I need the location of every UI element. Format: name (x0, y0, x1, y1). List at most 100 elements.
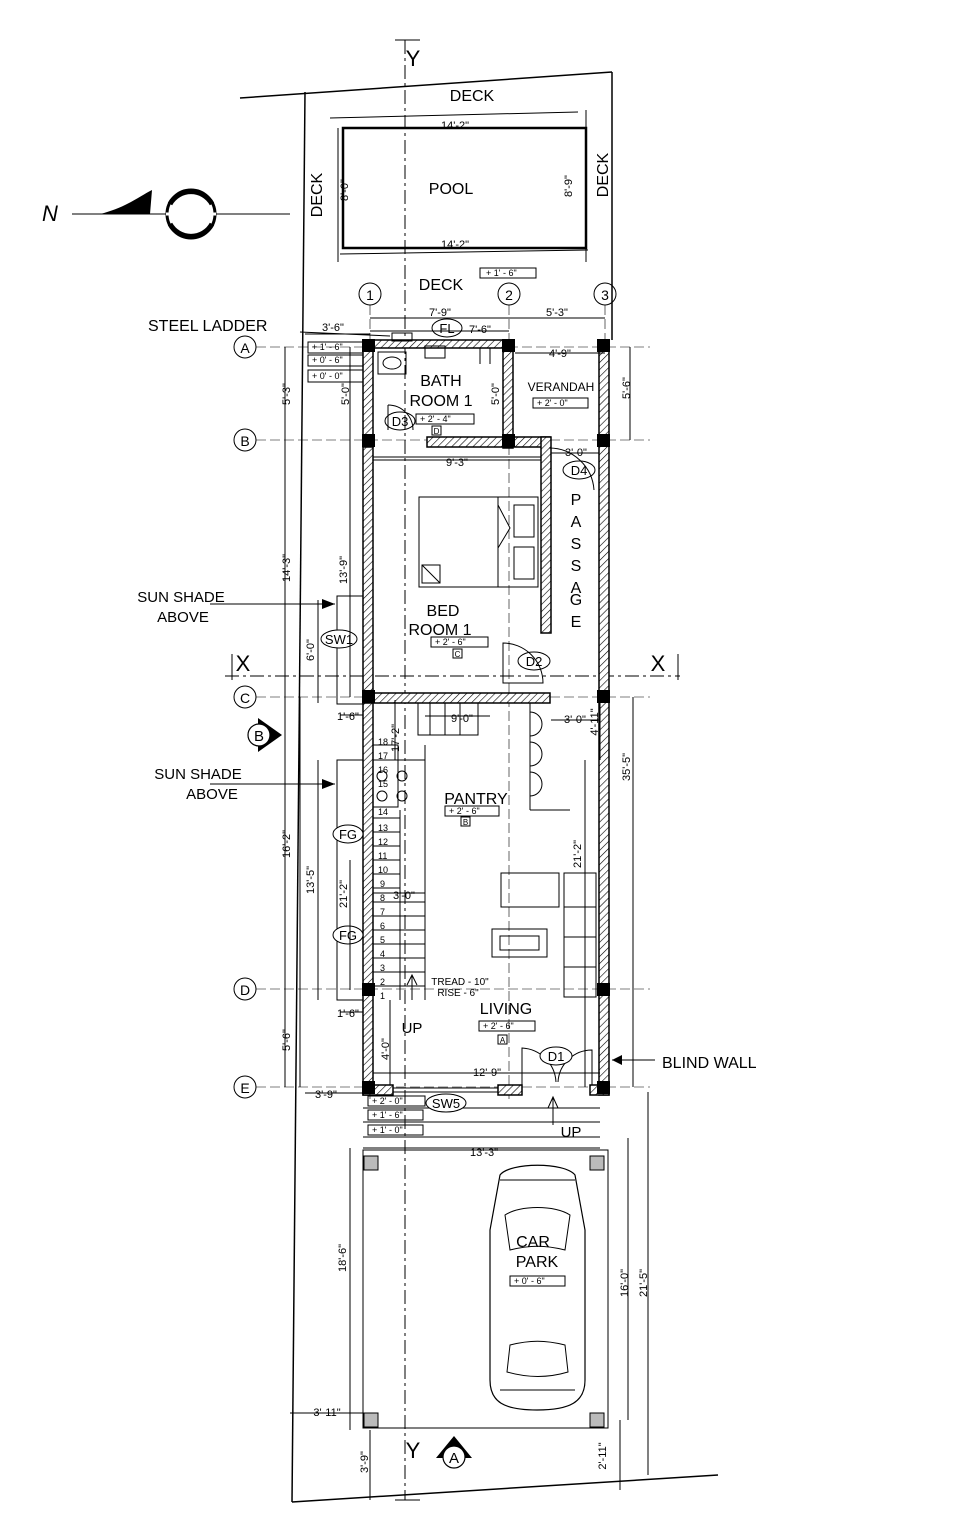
car-park-label-2: PARK (516, 1254, 559, 1271)
svg-text:A: A (571, 580, 582, 597)
svg-text:+ 0' - 6": + 0' - 6" (312, 355, 343, 365)
steel-ladder-label: STEEL LADDER (148, 318, 267, 335)
svg-text:G: G (570, 592, 582, 609)
dim-pool-top: 14'-2" (441, 120, 469, 132)
svg-text:3'-0": 3'-0" (565, 447, 587, 459)
sw1-label: SW1 (325, 632, 353, 647)
svg-text:17: 17 (378, 751, 388, 761)
svg-text:9: 9 (380, 879, 385, 889)
svg-text:A: A (571, 514, 582, 531)
door-tag-d1 (539, 1046, 573, 1066)
sunshade-lower-label-1: SUN SHADE (154, 766, 242, 783)
level-verandah-box (532, 397, 589, 409)
svg-text:3'-9": 3'-9" (315, 1089, 337, 1101)
level-living: + 2' - 6" (483, 1021, 514, 1031)
level-car-box (509, 1275, 566, 1287)
grid-row-c: C (240, 690, 250, 706)
axis-y-top-label: Y (406, 46, 421, 71)
svg-text:16'-0": 16'-0" (619, 1269, 631, 1297)
stair-up-label: UP (402, 1020, 423, 1037)
dim-pool-bottom: 14'-2" (441, 239, 469, 251)
level-pantry: + 2' - 6" (449, 806, 480, 816)
grid-row-b: B (240, 433, 249, 449)
svg-text:+ 2' - 0": + 2' - 0" (372, 1096, 403, 1106)
svg-text:5'-6": 5'-6" (281, 1029, 293, 1051)
svg-text:5'-3": 5'-3" (546, 307, 568, 319)
dimension-texts: 3'-6" 7'-9" 7'-6" 5'-3" 4'-9" 5'-3" 5'-0… (281, 307, 650, 1473)
grid-col-3: 3 (601, 287, 609, 303)
svg-text:P: P (571, 492, 582, 509)
svg-text:S: S (571, 536, 582, 553)
axis-y-bottom-label: Y (406, 1438, 421, 1463)
door-d4-label: D4 (571, 463, 588, 478)
bed (418, 496, 539, 588)
svg-text:3: 3 (380, 963, 385, 973)
level-verandah: + 2' - 0" (537, 398, 568, 408)
svg-text:2: 2 (380, 977, 385, 987)
svg-text:3'-9": 3'-9" (359, 1451, 371, 1473)
deck-bottom-label: DECK (419, 277, 464, 294)
level-bed-box (430, 636, 489, 648)
door-d2-label: D2 (526, 654, 543, 669)
svg-text:2'-11": 2'-11" (597, 1442, 609, 1469)
svg-text:17'-2": 17'-2" (390, 724, 402, 752)
svg-text:10: 10 (378, 865, 388, 875)
svg-text:18'-6": 18'-6" (337, 1244, 349, 1272)
svg-text:5'-3": 5'-3" (281, 383, 293, 405)
svg-text:3'-6": 3'-6" (322, 322, 344, 334)
entry-up-label: UP (561, 1124, 582, 1141)
svg-text:5'-6": 5'-6" (621, 377, 633, 399)
axis-x-left-label: X (236, 651, 251, 676)
svg-text:16: 16 (378, 765, 388, 775)
grid-row-d: D (240, 982, 250, 998)
level-pool: + 1' - 6" (486, 268, 517, 278)
room-tag-a: A (500, 1036, 506, 1045)
stair-numbers: 1 2 3 4 5 6 7 8 9 10 11 12 13 14 15 16 1… (378, 737, 388, 1001)
blind-wall-label: BLIND WALL (662, 1055, 757, 1072)
pantry-counter (529, 703, 570, 811)
svg-text:E: E (571, 614, 582, 631)
svg-text:4'-11": 4'-11" (589, 708, 601, 735)
svg-text:6'-0": 6'-0" (305, 639, 317, 661)
svg-text:+ 1' - 0": + 1' - 0" (372, 1125, 403, 1135)
svg-text:+ 1' - 6": + 1' - 6" (312, 342, 343, 352)
svg-text:4'-9": 4'-9" (549, 348, 571, 360)
door-tag-d2 (517, 651, 551, 671)
car-icon (489, 1164, 586, 1411)
svg-text:13: 13 (378, 823, 388, 833)
dim-pool-left: 8'-0" (339, 179, 351, 201)
deck-top-label: DECK (450, 88, 495, 105)
bed-label-2: ROOM 1 (408, 622, 471, 639)
plot-boundary (239, 71, 719, 1503)
svg-text:7: 7 (380, 907, 385, 917)
door-d3-label: D3 (392, 414, 409, 429)
tread-label: TREAD - 10" (431, 977, 489, 988)
svg-text:9'-3": 9'-3" (446, 457, 468, 469)
walls (362, 339, 610, 1096)
window-tag-fg1 (332, 824, 364, 844)
door-tag-d3 (384, 411, 416, 431)
svg-text:21'-2": 21'-2" (572, 840, 584, 868)
svg-text:1'-6": 1'-6" (337, 1008, 359, 1020)
car-park-label-1: CAR (516, 1234, 550, 1251)
window-tag-sw1 (320, 629, 358, 649)
sunshade-upper-label-1: SUN SHADE (137, 589, 225, 606)
sunshade-upper (210, 595, 364, 705)
sofa-set (491, 872, 597, 998)
bed-label-1: BED (427, 603, 460, 620)
level-pool-box (479, 267, 537, 279)
pool-label: POOL (429, 181, 474, 198)
axis-x-right-label: X (651, 651, 666, 676)
passage-label: P A S S A G G E (570, 492, 582, 631)
dimension-lines (284, 317, 649, 1500)
svg-text:1: 1 (380, 991, 385, 1001)
door-tag-d4 (562, 460, 596, 480)
door-d2-swing (502, 642, 544, 684)
svg-text:16'-2": 16'-2" (281, 830, 293, 858)
svg-text:5: 5 (380, 935, 385, 945)
svg-text:7'-9": 7'-9" (429, 307, 451, 319)
room-tag-d: D (434, 427, 440, 436)
door-d1-label: D1 (548, 1049, 565, 1064)
fg1-label: FG (339, 827, 357, 842)
